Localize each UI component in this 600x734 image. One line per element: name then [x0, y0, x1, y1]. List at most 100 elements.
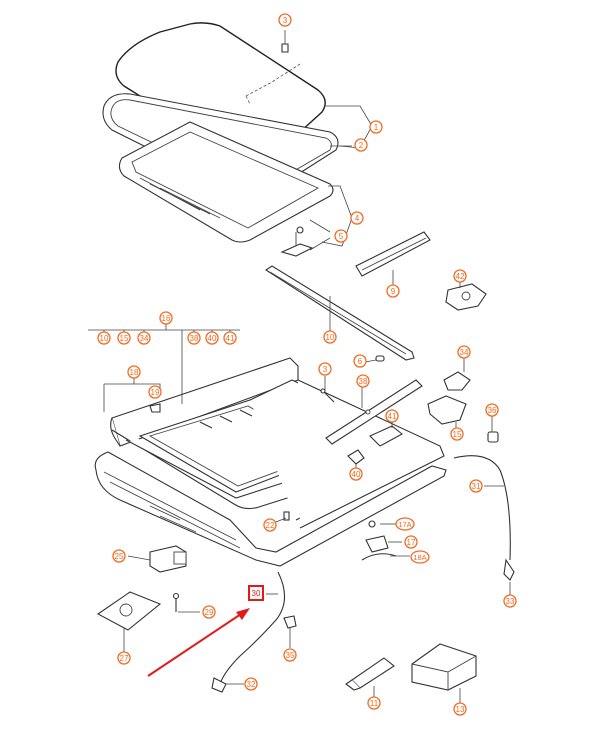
callout-marker [404, 535, 418, 549]
bracket-34 [443, 371, 471, 391]
callout-15[interactable]: 15 [117, 331, 131, 345]
callout-marker [386, 284, 400, 298]
callout-marker [97, 331, 111, 345]
callout-marker [148, 385, 162, 399]
callout-marker [353, 354, 367, 368]
callout-34[interactable]: 34 [137, 331, 151, 345]
callout-41[interactable]: 41 [385, 409, 399, 423]
callout-41[interactable]: 41 [223, 331, 237, 345]
callout-13[interactable]: 13 [453, 702, 467, 716]
callout-15[interactable]: 15 [450, 427, 464, 441]
clip-19 [149, 403, 161, 413]
callout-number: 40 [208, 334, 217, 343]
callout-number: 4 [355, 214, 360, 223]
callout-27[interactable]: 27 [117, 651, 131, 665]
switch-unit [445, 283, 487, 311]
callout-marker [278, 13, 292, 27]
callout-10[interactable]: 10 [323, 330, 337, 344]
callout-38[interactable]: 38 [356, 374, 370, 388]
callout-22[interactable]: 22 [263, 518, 277, 532]
callout-42[interactable]: 42 [453, 269, 467, 283]
callout-29[interactable]: 29 [202, 605, 216, 619]
cable-guide [325, 379, 423, 445]
callout-17a[interactable]: 17A [395, 517, 415, 531]
callout-marker [395, 517, 415, 531]
callout-number: 3 [323, 365, 328, 374]
callout-35[interactable]: 35 [283, 648, 297, 662]
screw-top [281, 30, 289, 53]
callout-number: 36 [488, 406, 497, 415]
deflector-bracket [280, 226, 314, 257]
drain-hose [211, 571, 286, 693]
callout-25[interactable]: 25 [112, 549, 126, 563]
callout-marker [223, 331, 237, 345]
callout-number: 41 [226, 334, 235, 343]
callout-16[interactable]: 16 [159, 311, 173, 325]
callout-marker [367, 696, 381, 710]
callout-number: 42 [456, 272, 465, 281]
callout-marker [159, 311, 173, 325]
callout-marker [244, 677, 258, 691]
callout-1[interactable]: 1 [369, 120, 383, 134]
callout-5[interactable]: 5 [334, 229, 348, 243]
callout-number: 6 [358, 357, 363, 366]
highlighted-callout-30[interactable]: 30 [248, 585, 264, 601]
callout-19[interactable]: 19 [148, 385, 162, 399]
callout-3[interactable]: 3 [318, 362, 332, 376]
callout-11[interactable]: 11 [367, 696, 381, 710]
callout-34[interactable]: 34 [457, 345, 471, 359]
red-pointer-arrow [147, 608, 250, 677]
callout-number: 9 [391, 287, 396, 296]
callout-33[interactable]: 33 [503, 594, 517, 608]
callout-40[interactable]: 40 [349, 467, 363, 481]
callout-marker [369, 120, 383, 134]
callout-marker [410, 550, 430, 564]
callout-9[interactable]: 9 [386, 284, 400, 298]
drive-cable-right [453, 455, 515, 581]
callout-32[interactable]: 32 [244, 677, 258, 691]
callout-marker [485, 403, 499, 417]
highlight-label: 30 [252, 589, 261, 598]
motor [149, 545, 187, 573]
callout-number: 40 [352, 470, 361, 479]
callout-10[interactable]: 10 [97, 331, 111, 345]
callout-marker [117, 331, 131, 345]
callout-number: 2 [359, 141, 364, 150]
callout-31[interactable]: 31 [469, 479, 483, 493]
bracket-15 [427, 395, 467, 425]
guide-rail [264, 265, 415, 361]
callout-marker [205, 331, 219, 345]
callout-36[interactable]: 36 [485, 403, 499, 417]
callout-marker [350, 211, 364, 225]
callout-number: 10 [326, 333, 335, 342]
callout-3[interactable]: 3 [278, 13, 292, 27]
callout-number: 32 [247, 680, 256, 689]
callout-number: 38 [190, 334, 199, 343]
inner-frame [118, 121, 334, 243]
callout-marker [385, 409, 399, 423]
callout-number: 35 [286, 651, 295, 660]
callout-marker [457, 345, 471, 359]
callout-38[interactable]: 38 [187, 331, 201, 345]
callout-6[interactable]: 6 [353, 354, 367, 368]
callout-number: 17 [407, 538, 416, 547]
callout-number: 22 [266, 521, 275, 530]
callout-4[interactable]: 4 [350, 211, 364, 225]
grease-tube [345, 657, 395, 691]
callout-marker [117, 651, 131, 665]
callout-number: 41 [388, 412, 397, 421]
wind-deflector [355, 231, 431, 277]
callout-2[interactable]: 2 [354, 138, 368, 152]
callout-marker [323, 330, 337, 344]
callout-marker [349, 467, 363, 481]
callout-17[interactable]: 17 [404, 535, 418, 549]
callout-18a[interactable]: 18A [410, 550, 430, 564]
callout-40[interactable]: 40 [205, 331, 219, 345]
callout-marker [354, 138, 368, 152]
screw-22 [283, 511, 290, 521]
pin-6 [375, 355, 385, 362]
callout-number: 31 [472, 482, 481, 491]
callout-18[interactable]: 18 [127, 365, 141, 379]
motor-plate [96, 591, 162, 631]
hose-18A [361, 553, 397, 561]
